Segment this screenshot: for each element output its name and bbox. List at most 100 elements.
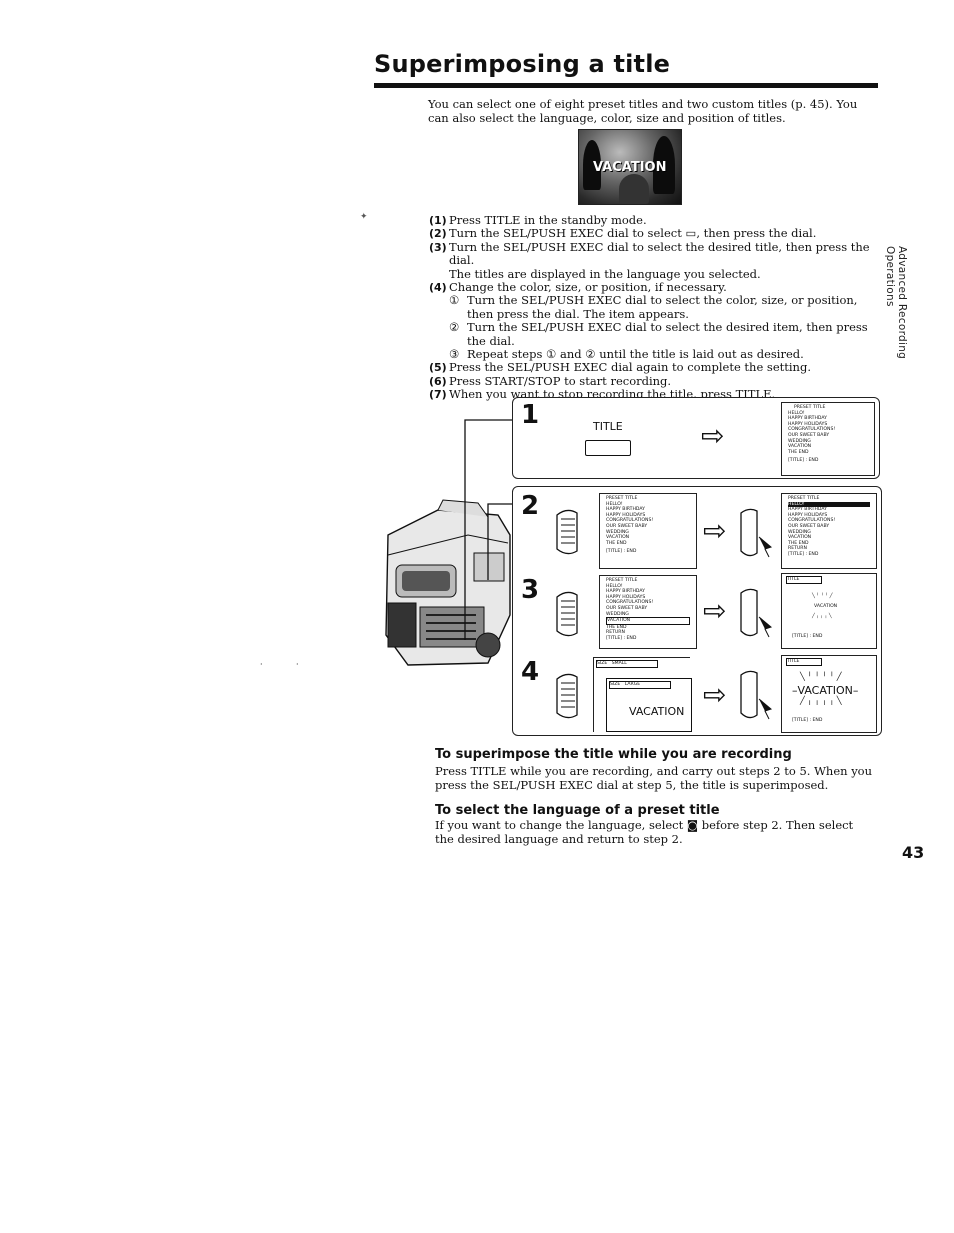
title-large-screen: TITLE ╲ ╵ ╵ ╵ ╵ ╱ –VACATION– ╱ ╷ ╷ ╷ ╷ ╲…	[781, 655, 877, 733]
photo-caption: VACATION	[593, 160, 667, 175]
menu-item: WEDDING	[788, 438, 811, 444]
dial-icon	[556, 509, 578, 555]
stray-mark: ·	[296, 660, 299, 669]
menu-item: VACATION	[788, 535, 812, 541]
sparkle-lines: ╱ ╷ ╷ ╷ ╷ ╲	[800, 696, 842, 705]
dial-icon	[556, 591, 578, 637]
menu-item: THE END	[606, 624, 627, 630]
menu-item: WEDDING	[606, 611, 629, 617]
substep-marker: ②	[449, 320, 460, 335]
menu-footer: [TITLE] : END	[606, 635, 637, 641]
step-text: Turn the SEL/PUSH EXEC dial to select th…	[449, 239, 870, 268]
section-side-label: Advanced Recording Operations	[884, 246, 908, 360]
step-number: (3)	[429, 240, 447, 254]
title-button[interactable]	[585, 440, 631, 456]
step-number: (5)	[429, 361, 447, 375]
menu-item: HAPPY BIRTHDAY	[788, 416, 827, 422]
menu-item: HELLO!	[788, 410, 805, 416]
dial-press-icon	[740, 670, 773, 720]
dial-icon	[556, 673, 578, 719]
menu-item: CONGRATULATIONS!	[788, 518, 836, 524]
substep-item: ③ Repeat steps ① and ② until the title is…	[429, 347, 879, 362]
step-item: (3)Turn the SEL/PUSH EXEC dial to select…	[429, 239, 879, 268]
menu-item: HELLO!	[606, 583, 623, 589]
popup-vacation-text: VACATION	[629, 705, 685, 718]
step-text: Press TITLE in the standby mode.	[449, 213, 647, 227]
step-item: The titles are displayed in the language…	[429, 267, 879, 281]
substep-text: Turn the SEL/PUSH EXEC dial to select th…	[467, 320, 868, 348]
arrow-right-icon: ⇨	[701, 419, 725, 452]
title-rule	[374, 83, 878, 88]
step-number: (7)	[429, 388, 447, 402]
arrow-right-icon: ⇨	[703, 594, 727, 627]
page-number: 43	[902, 843, 925, 862]
photo-shrub	[619, 174, 649, 204]
step-text: Change the color, size, or position, if …	[449, 280, 727, 295]
step-number-label: 4	[521, 657, 540, 687]
connector-lines	[464, 419, 515, 640]
menu-item: CONGRATULATIONS!	[606, 518, 654, 524]
substep-item: ② Turn the SEL/PUSH EXEC dial to select t…	[429, 320, 879, 348]
arrow-right-icon: ⇨	[703, 514, 727, 547]
size-row-large: SIZE LARGE	[609, 681, 671, 689]
menu-footer: [TITLE] : END	[788, 458, 819, 464]
menu-header: PRESET TITLE	[606, 496, 638, 501]
menu-item: THE END	[606, 540, 627, 546]
section-body: If you want to change the language, sele…	[435, 818, 854, 846]
step-text: Turn the SEL/PUSH EXEC dial to select ▭,…	[449, 226, 817, 241]
title-tag: TITLE	[786, 576, 822, 584]
step-text: Press the SEL/PUSH EXEC dial again to co…	[449, 360, 811, 375]
vacation-large-text: –VACATION–	[792, 684, 859, 697]
page-title: Superimposing a title	[374, 50, 671, 78]
vacation-photo: VACATION	[578, 129, 682, 205]
step-item: (1)Press TITLE in the standby mode.	[429, 213, 879, 227]
menu-item: HAPPY HOLIDAYS	[788, 512, 828, 518]
size-row-small: SIZE SMALL	[596, 660, 658, 668]
step-number-label: 1	[521, 400, 540, 430]
screen-footer: [TITLE] : END	[792, 718, 823, 723]
size-popup-screen: SIZE SMALL SIZE LARGE VACATION	[593, 657, 692, 732]
section-heading: To superimpose the title while you are r…	[435, 747, 792, 762]
arrow-right-icon: ⇨	[703, 678, 727, 711]
procedure-steps: (1)Press TITLE in the standby mode. (2)T…	[429, 213, 879, 402]
title-preview-screen: TITLE ╲ ╵ ╵ ╵ ╱ VACATION ╱ ╷ ╷ ╷ ╲ [TITL…	[781, 573, 877, 649]
menu-item: OUR SWEET BABY	[606, 523, 648, 529]
menu-item: HELLO!	[788, 501, 870, 508]
sparkle-lines: ╲ ╵ ╵ ╵ ╱	[812, 594, 833, 599]
step-number: (6)	[429, 374, 447, 388]
menu-item: OUR SWEET BABY	[788, 432, 830, 438]
menu-item: RETURN	[606, 630, 625, 636]
substep-text: Repeat steps ① and ② until the title is …	[467, 347, 804, 362]
substep-text: Turn the SEL/PUSH EXEC dial to select th…	[467, 293, 858, 321]
menu-item: CONGRATULATIONS!	[788, 427, 836, 433]
step-number-label: 2	[521, 491, 540, 521]
menu-item: HAPPY HOLIDAYS	[788, 421, 828, 427]
section-heading: To select the language of a preset title	[435, 803, 720, 818]
menu-item: WEDDING	[788, 529, 811, 535]
intro-paragraph: You can select one of eight preset title…	[428, 97, 858, 125]
preset-menu-screen: PRESET TITLE HELLO! HAPPY BIRTHDAY HAPPY…	[781, 402, 875, 476]
menu-item: VACATION	[788, 444, 812, 450]
menu-item: HAPPY BIRTHDAY	[606, 507, 645, 513]
menu-header: PRESET TITLE	[788, 496, 820, 501]
menu-footer: [TITLE] : END	[606, 549, 637, 555]
substep-marker: ③	[449, 347, 460, 362]
vacation-small-text: VACATION	[814, 604, 838, 609]
menu-item: OUR SWEET BABY	[606, 605, 648, 611]
menu-header: PRESET TITLE	[606, 578, 638, 583]
section-body: Press TITLE while you are recording, and…	[435, 764, 873, 792]
photo-tree	[583, 140, 601, 190]
menu-header: PRESET TITLE	[794, 405, 826, 410]
preset-menu-screen: PRESET TITLE HELLO! HAPPY BIRTHDAY HAPPY…	[599, 575, 697, 649]
menu-item: HAPPY HOLIDAYS	[606, 512, 646, 518]
step-number: (2)	[429, 227, 447, 241]
step-number: (1)	[429, 214, 447, 227]
menu-item: HAPPY BIRTHDAY	[606, 589, 645, 595]
menu-item: OUR SWEET BABY	[788, 523, 830, 529]
menu-item: HAPPY HOLIDAYS	[606, 594, 646, 600]
title-tag: TITLE	[786, 658, 822, 666]
step-text: Press START/STOP to start recording.	[449, 373, 672, 388]
step-number-label: 3	[521, 575, 540, 605]
menu-item: THE END	[788, 540, 809, 546]
preset-menu-screen-selected: PRESET TITLE HELLO! HAPPY BIRTHDAY HAPPY…	[781, 493, 877, 569]
